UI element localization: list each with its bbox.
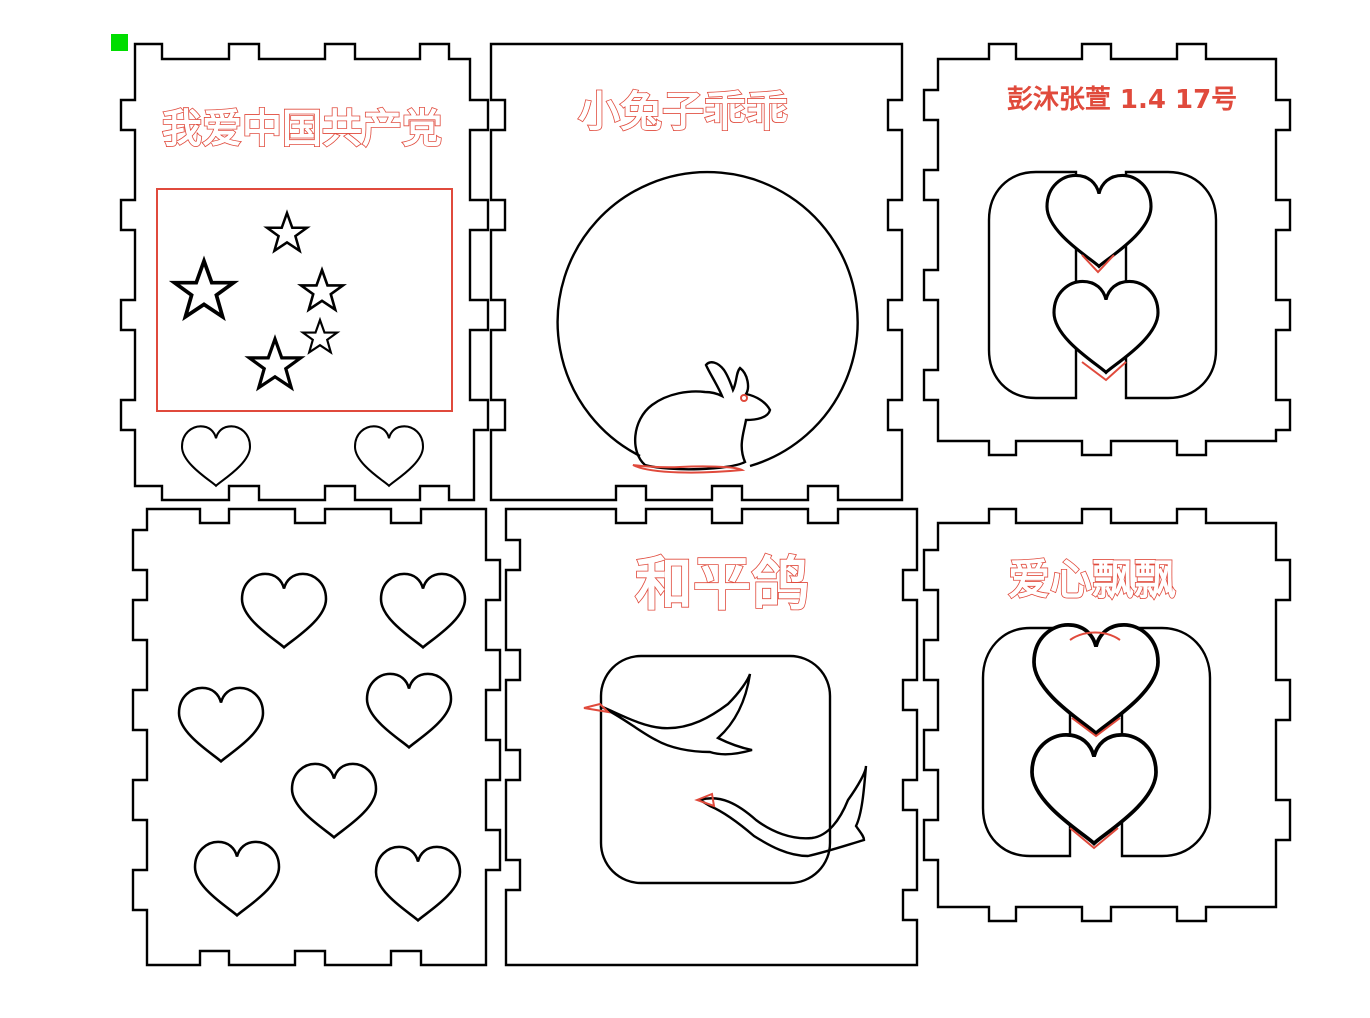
heart-icon [177, 686, 265, 763]
panel-dove-title: 和平鸽 [635, 550, 809, 618]
panel-hearts-id: 彭沐张萱 1.4 17号 [922, 42, 1292, 457]
star-icon-small [265, 211, 309, 253]
star-icon-large [247, 337, 303, 390]
panel-rabbit: 小兔子乖乖 [489, 42, 904, 502]
rabbit-eye [740, 394, 748, 402]
heart-engrave-seam [1081, 361, 1127, 382]
panel-hearts-field [131, 507, 502, 967]
star-icon-large [172, 259, 236, 319]
flag-frame [156, 188, 453, 412]
panel-rabbit-title: 小兔子乖乖 [578, 87, 788, 136]
star-icon-small [301, 318, 339, 354]
heart-icon [353, 425, 425, 487]
rabbit-icon [633, 361, 772, 471]
bracket-left [987, 170, 1078, 400]
heart-icon [365, 672, 453, 749]
heart-icon [379, 572, 467, 649]
heart-icon [193, 840, 281, 917]
panel-hearts-float-title: 爱心飘飘 [1008, 555, 1176, 604]
panel-hearts-id-title: 彭沐张萱 1.4 17号 [1007, 85, 1237, 115]
dove-icon [697, 765, 868, 858]
panel-dove-outline [504, 507, 919, 967]
rabbit-shadow [632, 464, 746, 474]
heart-engrave-seam [1069, 631, 1121, 641]
panel-hearts-field-outline [131, 507, 502, 967]
dove-icon [599, 673, 753, 756]
panel-hearts-float-outline [922, 507, 1292, 923]
heart-icon [240, 572, 328, 649]
heart-icon [374, 845, 462, 922]
heart-engrave-seam [1081, 254, 1115, 274]
bracket-left [981, 626, 1072, 858]
origin-marker [111, 34, 128, 51]
dove-beak [583, 702, 611, 714]
panel-flag: 我爱中国共产党 [119, 42, 490, 502]
moon-circle [556, 170, 859, 468]
bracket-right [1124, 170, 1218, 400]
heart-icon [1032, 623, 1160, 736]
panel-rabbit-outline [489, 42, 904, 502]
panel-flag-title: 我爱中国共产党 [162, 106, 442, 152]
panel-flag-outline [119, 42, 490, 502]
heart-icon [1030, 733, 1158, 846]
panel-hearts-float: 爱心飘飘 [922, 507, 1292, 923]
heart-engrave-seam [1071, 717, 1121, 738]
star-icon-small [299, 268, 345, 311]
heart-icon [180, 425, 252, 487]
panel-hearts-id-outline [922, 42, 1292, 457]
heart-engrave-seam [1069, 827, 1119, 850]
dove-beak [694, 792, 716, 808]
heart-icon [1052, 279, 1160, 374]
panel-dove: 和平鸽 [504, 507, 919, 967]
dove-frame [599, 654, 832, 885]
heart-icon [1045, 173, 1153, 268]
bracket-right [1120, 626, 1212, 858]
heart-icon [290, 762, 378, 839]
